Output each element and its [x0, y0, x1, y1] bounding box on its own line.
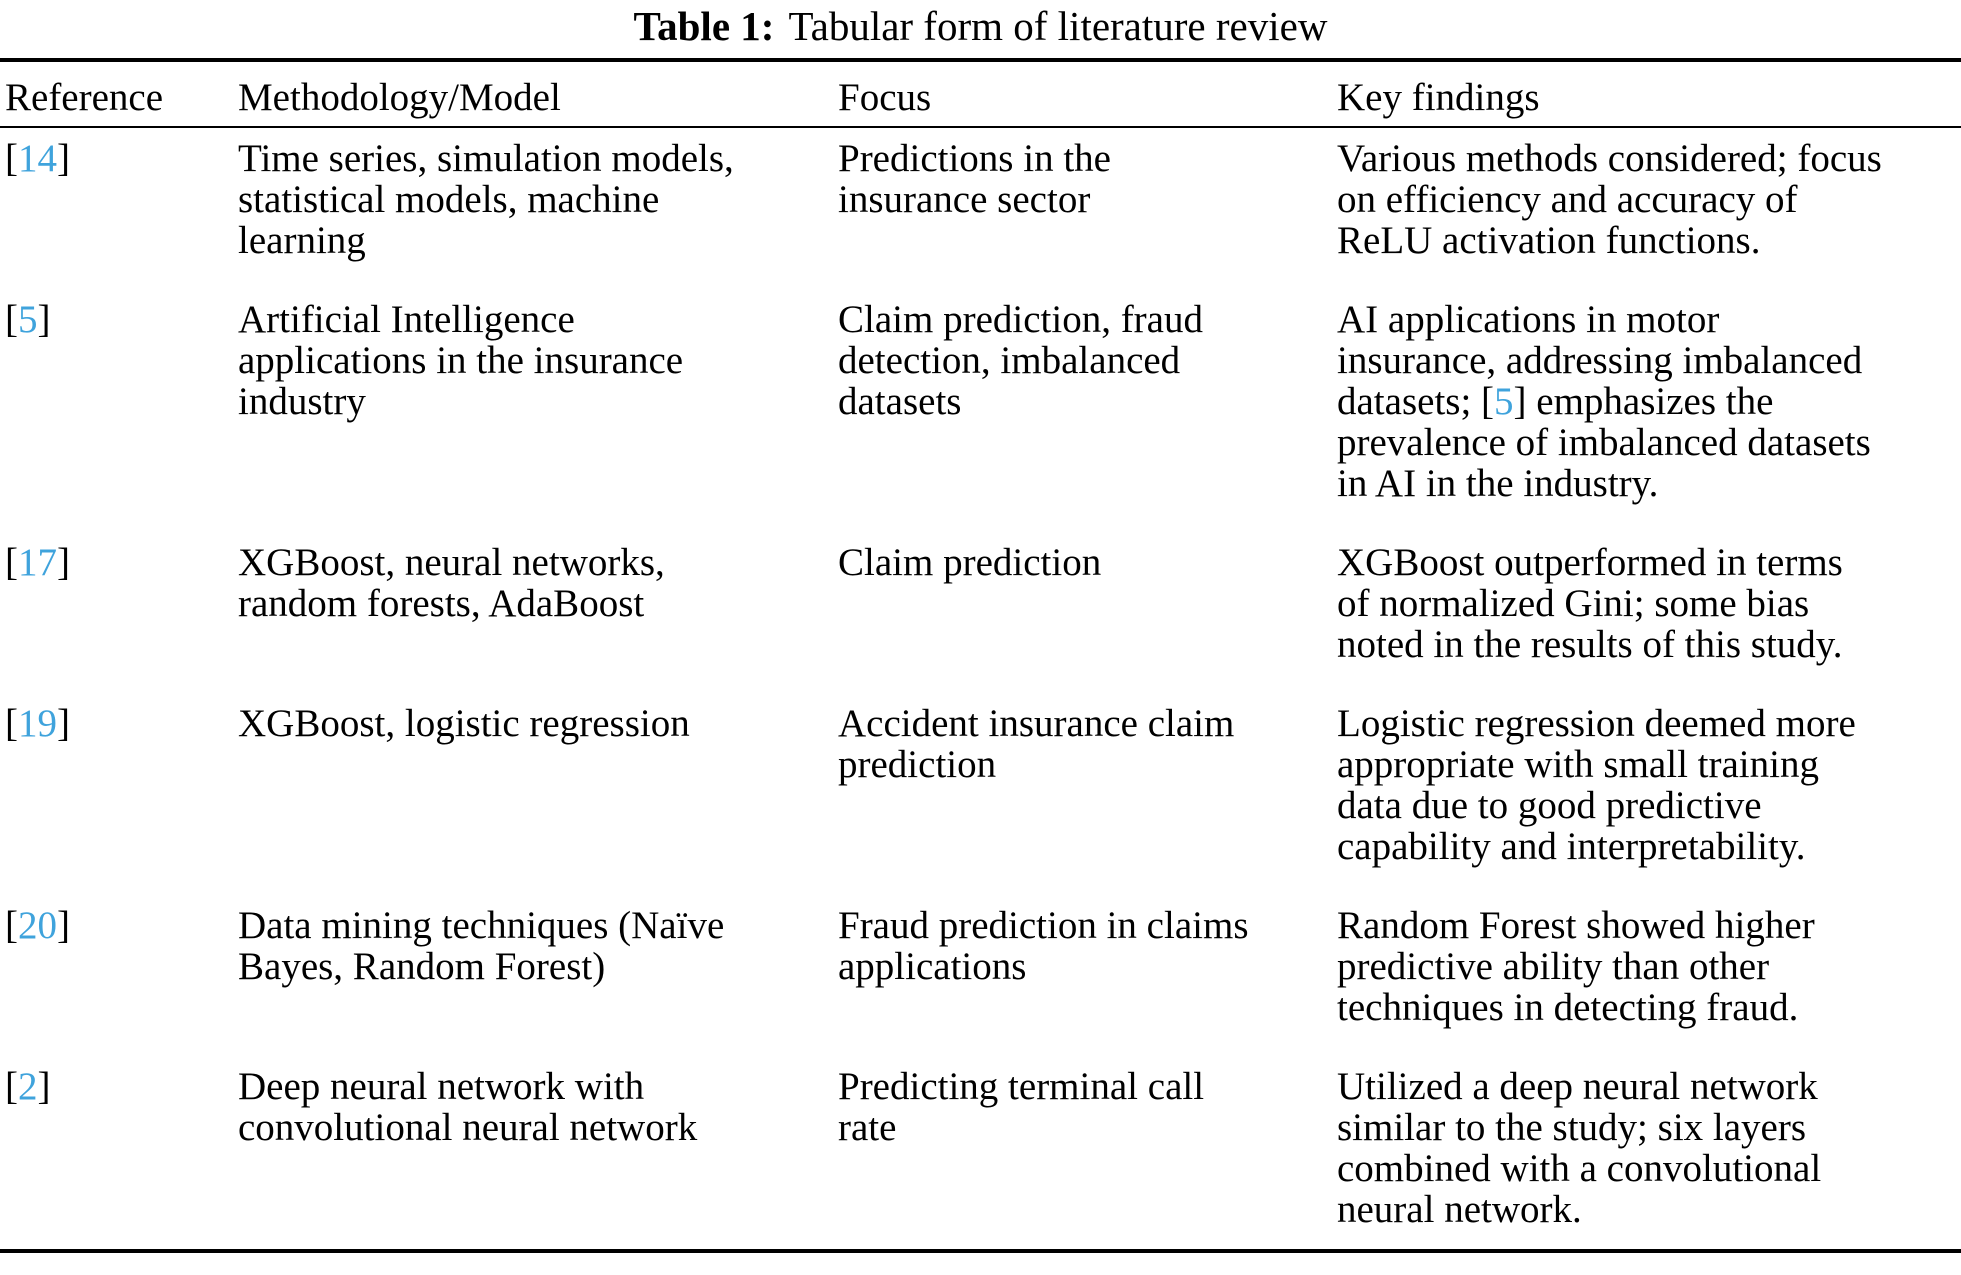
- cell-text: XGBoost, logistic regression: [238, 702, 690, 745]
- cell-text: Logistic regression deemed more appropri…: [1337, 702, 1856, 868]
- cell-text: Claim prediction: [838, 541, 1102, 584]
- focus-cell: Claim prediction: [838, 523, 1337, 684]
- cell-text: ]: [57, 137, 70, 180]
- table-caption-label: Table 1:: [633, 3, 775, 49]
- key-findings-cell: Logistic regression deemed more appropri…: [1337, 684, 1961, 886]
- key-findings-cell: AI applications in motor insurance, addr…: [1337, 280, 1961, 523]
- focus-cell: Fraud prediction in claims applications: [838, 886, 1337, 1047]
- cell-text: ]: [57, 702, 70, 745]
- column-header-reference: Reference: [0, 60, 238, 128]
- column-header-methodology: Methodology/Model: [238, 60, 838, 128]
- focus-cell: Predictions in the insurance sector: [838, 127, 1337, 280]
- methodology-cell: Time series, simulation models, statisti…: [238, 127, 838, 280]
- methodology-cell: XGBoost, logistic regression: [238, 684, 838, 886]
- methodology-cell: Deep neural network with convolutional n…: [238, 1047, 838, 1251]
- citation-link[interactable]: 20: [18, 904, 57, 947]
- cell-text: Claim prediction, fraud detection, imbal…: [838, 298, 1203, 423]
- table-row: [5]Artificial Intelligence applications …: [0, 280, 1961, 523]
- column-header-key-findings: Key findings: [1337, 60, 1961, 128]
- cell-text: Accident insurance claim prediction: [838, 702, 1235, 786]
- cell-text: Utilized a deep neural network similar t…: [1337, 1065, 1822, 1231]
- citation-link[interactable]: 19: [18, 702, 57, 745]
- reference-cell: [20]: [0, 886, 238, 1047]
- citation-link[interactable]: 5: [18, 298, 38, 341]
- table-row: [2]Deep neural network with convolutiona…: [0, 1047, 1961, 1251]
- key-findings-cell: XGBoost outperformed in terms of normali…: [1337, 523, 1961, 684]
- focus-cell: Predicting terminal call rate: [838, 1047, 1337, 1251]
- cell-text: [: [5, 541, 18, 584]
- reference-cell: [14]: [0, 127, 238, 280]
- cell-text: Predictions in the insurance sector: [838, 137, 1111, 221]
- cell-text: [: [5, 298, 18, 341]
- methodology-cell: XGBoost, neural networks, random forests…: [238, 523, 838, 684]
- table-row: [14]Time series, simulation models, stat…: [0, 127, 1961, 280]
- reference-cell: [19]: [0, 684, 238, 886]
- cell-text: AI applications in motor insurance, addr…: [1337, 298, 1863, 423]
- reference-cell: [2]: [0, 1047, 238, 1251]
- table-body: [14]Time series, simulation models, stat…: [0, 127, 1961, 1251]
- methodology-cell: Artificial Intelligence applications in …: [238, 280, 838, 523]
- table-caption-text: Tabular form of literature review: [788, 3, 1328, 49]
- cell-text: ]: [37, 1065, 51, 1108]
- cell-text: Artificial Intelligence applications in …: [238, 298, 684, 423]
- table-header: Reference Methodology/Model Focus Key fi…: [0, 60, 1961, 128]
- table-row: [17]XGBoost, neural networks, random for…: [0, 523, 1961, 684]
- cell-text: Fraud prediction in claims applications: [838, 904, 1249, 988]
- cell-text: [: [5, 904, 18, 947]
- cell-text: Deep neural network with convolutional n…: [238, 1065, 698, 1149]
- cell-text: XGBoost, neural networks, random forests…: [238, 541, 665, 625]
- cell-text: [: [5, 137, 18, 180]
- literature-review-table: Reference Methodology/Model Focus Key fi…: [0, 58, 1961, 1253]
- citation-link[interactable]: 14: [18, 137, 57, 180]
- cell-text: [: [5, 702, 18, 745]
- cell-text: ]: [37, 298, 51, 341]
- cell-text: [: [5, 1065, 18, 1108]
- cell-text: Predicting terminal call rate: [838, 1065, 1205, 1149]
- methodology-cell: Data mining techniques (Naïve Bayes, Ran…: [238, 886, 838, 1047]
- cell-text: Data mining techniques (Naïve Bayes, Ran…: [238, 904, 725, 988]
- key-findings-cell: Random Forest showed higher predictive a…: [1337, 886, 1961, 1047]
- key-findings-cell: Utilized a deep neural network similar t…: [1337, 1047, 1961, 1251]
- reference-cell: [5]: [0, 280, 238, 523]
- table-caption: Table 1: Tabular form of literature revie…: [0, 4, 1961, 48]
- cell-text: ]: [57, 904, 70, 947]
- cell-text: Random Forest showed higher predictive a…: [1337, 904, 1815, 1029]
- citation-link[interactable]: 2: [18, 1065, 38, 1108]
- focus-cell: Accident insurance claim prediction: [838, 684, 1337, 886]
- focus-cell: Claim prediction, fraud detection, imbal…: [838, 280, 1337, 523]
- header-row: Reference Methodology/Model Focus Key fi…: [0, 60, 1961, 128]
- cell-text: ] emphasizes the prevalence of imbalance…: [1337, 380, 1871, 505]
- key-findings-cell: Various methods considered; focus on eff…: [1337, 127, 1961, 280]
- reference-cell: [17]: [0, 523, 238, 684]
- citation-link[interactable]: 5: [1494, 380, 1514, 423]
- table-row: [20]Data mining techniques (Naïve Bayes,…: [0, 886, 1961, 1047]
- cell-text: Time series, simulation models, statisti…: [238, 137, 734, 262]
- cell-text: XGBoost outperformed in terms of normali…: [1337, 541, 1843, 666]
- cell-text: Various methods considered; focus on eff…: [1337, 137, 1882, 262]
- column-header-focus: Focus: [838, 60, 1337, 128]
- cell-text: ]: [57, 541, 70, 584]
- citation-link[interactable]: 17: [18, 541, 57, 584]
